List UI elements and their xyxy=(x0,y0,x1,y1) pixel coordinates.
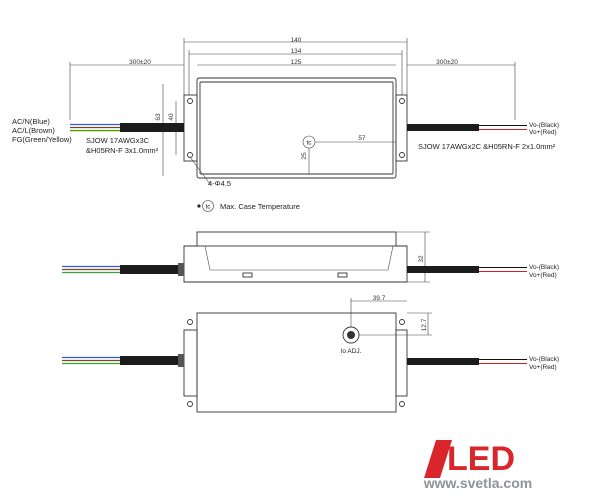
top-view: 140 134 125 300±20 300±20 63 40 tc 5 xyxy=(12,37,559,212)
mount-hole xyxy=(187,98,193,104)
side-dim-height: 32 xyxy=(418,255,425,263)
tc-symbol: tc xyxy=(306,140,312,147)
brand-logo: LED www.svetla.com xyxy=(423,440,532,491)
input-wire-label: AC/N(Blue) xyxy=(12,117,50,126)
dim-adj-x: 39.7 xyxy=(373,295,386,302)
logo-url: www.svetla.com xyxy=(423,475,532,491)
dim-body: 125 xyxy=(291,59,302,66)
side-output-wire-label: Vo+(Red) xyxy=(529,272,557,279)
logo-mark-icon xyxy=(424,440,452,478)
mount-hole xyxy=(187,152,193,158)
dim-mount: 134 xyxy=(291,48,302,55)
bottom-output-wire-label: Vo+(Red) xyxy=(529,364,557,371)
logo-brand: LED xyxy=(447,440,515,478)
dim-cable-left: 300±20 xyxy=(129,59,151,66)
dim-height-inner: 40 xyxy=(168,113,175,121)
side-output-wire-label: Vo-(Black) xyxy=(529,264,559,271)
tc-legend-icon xyxy=(202,200,214,212)
tc-legend-symbol: tc xyxy=(205,204,211,211)
side-view: 32 Vo-(Black) Vo+(Red) xyxy=(62,231,559,283)
dim-tc-y: 25 xyxy=(301,152,308,160)
input-cable xyxy=(120,123,184,132)
output-wire-label: Vo-(Black) xyxy=(529,122,559,129)
dim-overall: 140 xyxy=(291,37,302,44)
dim-tc-x: 57 xyxy=(358,135,366,142)
tc-legend-text: Max. Case Temperature xyxy=(220,202,300,211)
input-wire-label: AC/L(Brown) xyxy=(12,126,55,135)
mount-hole xyxy=(399,98,405,104)
mount-hole xyxy=(399,152,405,158)
bottom-output-wire-label: Vo-(Black) xyxy=(529,356,559,363)
input-cable-spec: SJOW 17AWGx3C xyxy=(86,136,150,145)
output-cable-spec: SJOW 17AWGx2C &H05RN-F 2x1.0mm² xyxy=(418,142,556,151)
input-cable-spec: &H05RN-F 3x1.0mm² xyxy=(86,146,159,155)
adj-label: Io ADJ. xyxy=(341,348,362,355)
output-wire-label: Vo+(Red) xyxy=(529,129,557,136)
output-cable xyxy=(407,124,479,131)
hole-callout: 4-Φ4.5 xyxy=(208,179,231,188)
bottom-view: Io ADJ. 39.7 12.7 Vo-(Black) Vo+(Red) xyxy=(62,295,559,413)
dim-adj-y: 12.7 xyxy=(421,318,428,331)
dim-cable-right: 300±20 xyxy=(436,59,458,66)
input-wire-label: FG(Green/Yellow) xyxy=(12,135,72,144)
dim-height-outer: 63 xyxy=(155,113,162,121)
